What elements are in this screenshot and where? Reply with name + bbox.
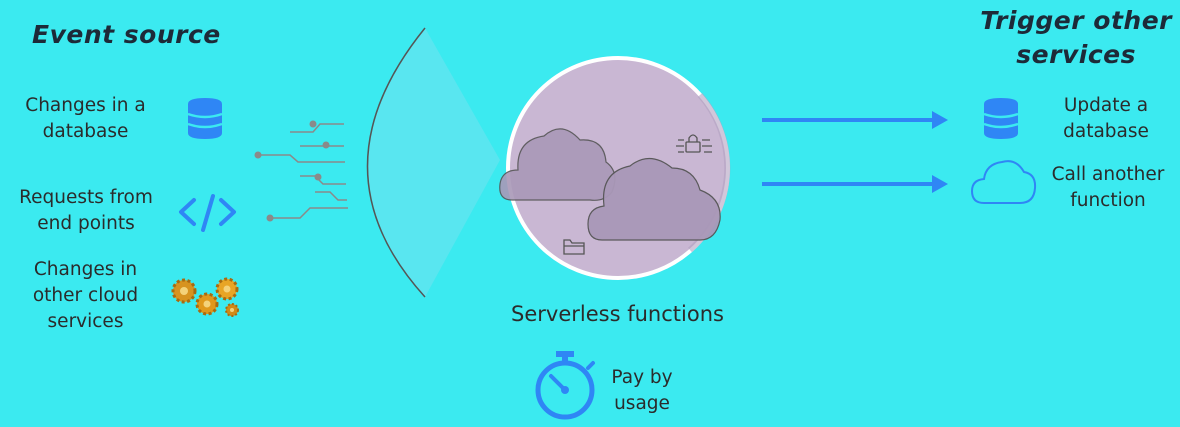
label-line: Changes in a: [25, 95, 146, 116]
label-line: Changes in: [33, 259, 138, 280]
code-icon: [179, 194, 236, 232]
circuit-nodes: [254, 120, 330, 222]
label-line: usage: [614, 393, 670, 414]
label-line: Call another: [1051, 164, 1165, 185]
label-line: Pay by: [611, 367, 673, 388]
heading-line: services: [1016, 40, 1136, 69]
heading-line: Trigger other: [980, 6, 1172, 35]
cloud-shape: [587, 157, 721, 241]
gears-icon: [171, 277, 239, 317]
output-label-function: Call another function: [1036, 162, 1180, 214]
label-line: function: [1070, 190, 1146, 211]
lens-arc: [366, 27, 426, 298]
label-line: database: [42, 121, 129, 142]
stopwatch-icon: [535, 351, 595, 420]
serverless-functions-label: Serverless functions: [511, 302, 724, 326]
label-line: Update a: [1063, 95, 1149, 116]
cloud-icon: [970, 160, 1037, 204]
event-source-heading: Event source: [32, 20, 221, 49]
database-icon: [983, 98, 1019, 139]
source-label-cloud-services: Changes in other cloud services: [8, 257, 163, 335]
label-line: services: [47, 311, 124, 332]
source-label-endpoints: Requests from end points: [0, 185, 172, 237]
folder-icon: [563, 239, 585, 255]
output-label-database: Update a database: [1032, 93, 1180, 145]
label-line: database: [1063, 121, 1149, 142]
output-arrows: [762, 111, 948, 193]
pay-by-usage-label: Pay by usage: [602, 365, 682, 417]
label-line: end points: [37, 213, 135, 234]
label-line: other cloud: [32, 285, 139, 306]
database-icon: [187, 98, 223, 139]
trigger-services-heading: Trigger other services: [980, 4, 1172, 72]
lens-shape: [367, 28, 500, 297]
lock-icon: [676, 134, 712, 153]
source-label-database: Changes in a database: [8, 93, 163, 145]
circuit-lines: [258, 123, 348, 219]
label-line: Requests from: [19, 187, 153, 208]
